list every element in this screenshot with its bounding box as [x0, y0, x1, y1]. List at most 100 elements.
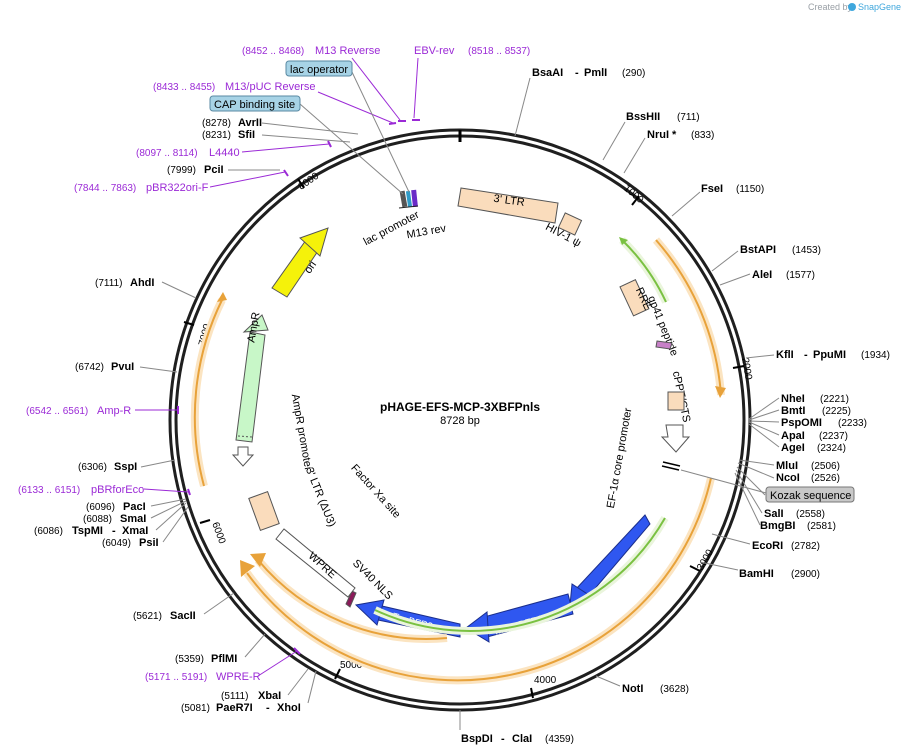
svg-text:AhdI: AhdI — [130, 277, 154, 289]
ampr-arrowhead — [242, 314, 269, 333]
m13rev-label: M13 rev — [406, 222, 448, 241]
svg-text:(6086): (6086) — [34, 526, 63, 537]
ampr-label: AmpR — [245, 311, 262, 343]
wpre-feature — [275, 528, 356, 598]
svg-text:(5359): (5359) — [175, 654, 204, 665]
site-ecori: EcoRI (2782) — [711, 533, 820, 552]
svg-text:(2324): (2324) — [817, 443, 846, 454]
svg-text:FseI: FseI — [701, 183, 723, 195]
svg-text:-: - — [266, 702, 270, 714]
svg-text:(6542 .. 6561): (6542 .. 6561) — [26, 406, 88, 417]
svg-text:(8097 .. 8114): (8097 .. 8114) — [136, 148, 198, 159]
svg-text:(4359): (4359) — [545, 734, 574, 745]
svg-text:(2558): (2558) — [796, 509, 825, 520]
ltr5-label: 3' LTR — [493, 193, 526, 209]
svg-text:lac operator: lac operator — [290, 64, 348, 76]
svg-text:-: - — [112, 525, 116, 537]
svg-text:NheI: NheI — [781, 393, 805, 405]
rre-region-arc — [621, 239, 667, 303]
svg-text:(6096): (6096) — [86, 502, 115, 513]
svg-text:(8518 .. 8537): (8518 .. 8537) — [468, 46, 530, 57]
svg-text:(2526): (2526) — [811, 473, 840, 484]
svg-text:AvrII: AvrII — [238, 117, 262, 129]
svg-text:TspMI: TspMI — [72, 525, 103, 537]
svg-text:PspOMI: PspOMI — [781, 417, 822, 429]
plasmid-name: pHAGE-EFS-MCP-3XBFPnls — [380, 400, 540, 414]
site-sfii: (8231) SfiI — [202, 129, 351, 143]
svg-text:(8278): (8278) — [202, 118, 231, 129]
svg-text:(290): (290) — [622, 68, 645, 79]
svg-text:AleI: AleI — [752, 269, 772, 281]
svg-text:BspDI: BspDI — [461, 733, 493, 745]
ori-arrowhead — [299, 227, 329, 257]
svg-text:(6742): (6742) — [75, 362, 104, 373]
svg-text:EcoRI: EcoRI — [752, 540, 783, 552]
svg-text:SspI: SspI — [114, 461, 137, 473]
site-pvui: (6742) PvuI — [75, 361, 178, 373]
svg-text:PsiI: PsiI — [139, 537, 159, 549]
svg-text:(7999): (7999) — [167, 165, 196, 176]
site-bspdi: BspDI - ClaI (4359) — [459, 710, 574, 745]
site-bstapi: BstAPI (1453) — [711, 244, 821, 272]
hiv-psi-feature — [557, 212, 583, 236]
site-xbai: (5111) XbaI — [221, 668, 309, 702]
svg-text:Amp-R: Amp-R — [97, 405, 131, 417]
primer-pbrforeco: (6133 .. 6151) pBRforEco — [18, 484, 191, 496]
svg-text:XhoI: XhoI — [277, 702, 301, 714]
ef1a-label: EF-1α core promoter — [605, 407, 635, 510]
svg-text:BmgBI: BmgBI — [760, 520, 795, 532]
site-kfli: KflI - PpuMI (1934) — [745, 349, 890, 361]
svg-text:-: - — [575, 67, 579, 79]
svg-text:PaeR7I: PaeR7I — [216, 702, 253, 714]
sv40-nls-feature — [345, 590, 357, 608]
svg-text:NcoI: NcoI — [776, 472, 800, 484]
svg-text:(2221): (2221) — [820, 394, 849, 405]
snapgene-logo-icon — [848, 3, 856, 11]
factor-xa-label: Factor Xa site — [348, 462, 402, 520]
tick-5000: 5000 — [334, 660, 363, 680]
svg-text:pBR322ori-F: pBR322ori-F — [146, 182, 209, 194]
ampr-promoter-label: AmpR promoter — [289, 393, 314, 472]
site-cluster-mlui: MluI (2506) NcoI (2526) SalI (2558) BmgB… — [734, 459, 840, 532]
site-avrii: (8278) AvrII — [202, 117, 359, 135]
svg-text:SacII: SacII — [170, 610, 196, 622]
lac-operator-callout: lac operator — [285, 60, 410, 193]
sv40-label: SV40 NLS — [350, 557, 395, 602]
site-bsaai: BsaAI - PmlI (290) — [514, 67, 645, 137]
primer-m13-reverse: (8452 .. 8468) M13 Reverse — [242, 45, 406, 122]
plasmid-length: 8728 bp — [440, 415, 480, 427]
site-cluster-paci: (6096) PacI (6088) SmaI (6086) TspMI - X… — [34, 498, 189, 549]
svg-text:PciI: PciI — [204, 164, 224, 176]
ampr-feature — [235, 331, 266, 443]
orange-arc-inner — [250, 553, 448, 643]
cppt-feature — [667, 391, 685, 411]
site-cluster-nhei: NheI (2221) BmtI (2225) PspOMI (2233) Ap… — [748, 393, 867, 454]
svg-text:BmtI: BmtI — [781, 405, 805, 417]
m13rev-box — [411, 189, 418, 208]
rre-region-arrow — [619, 237, 628, 245]
svg-text:AgeI: AgeI — [781, 442, 805, 454]
svg-text:-: - — [804, 349, 808, 361]
svg-text:NruI *: NruI * — [647, 129, 677, 141]
site-fsei: FseI (1150) — [671, 183, 764, 217]
kozak-label: Kozak sequence — [770, 490, 851, 502]
site-label: BsaAI — [532, 67, 563, 79]
svg-text:WPRE-R: WPRE-R — [216, 671, 261, 683]
svg-text:MluI: MluI — [776, 460, 798, 472]
tick-4000: 4000 — [530, 675, 557, 699]
site-bamhi: BamHI (2900) — [699, 561, 820, 580]
svg-text:(711): (711) — [677, 112, 700, 123]
tick-3000: 3000 — [689, 547, 716, 573]
svg-text:pBRforEco: pBRforEco — [91, 484, 144, 496]
svg-text:ApaI: ApaI — [781, 430, 805, 442]
svg-text:ClaI: ClaI — [512, 733, 532, 745]
svg-text:NotI: NotI — [622, 683, 643, 695]
svg-text:(8433 .. 8455): (8433 .. 8455) — [153, 82, 215, 93]
svg-text:(2782): (2782) — [791, 541, 820, 552]
ltr5-feature — [457, 187, 559, 224]
svg-text:(6133 .. 6151): (6133 .. 6151) — [18, 485, 80, 496]
svg-text:(2506): (2506) — [811, 461, 840, 472]
orange-arc-right — [652, 237, 726, 398]
svg-text:XmaI: XmaI — [122, 525, 148, 537]
